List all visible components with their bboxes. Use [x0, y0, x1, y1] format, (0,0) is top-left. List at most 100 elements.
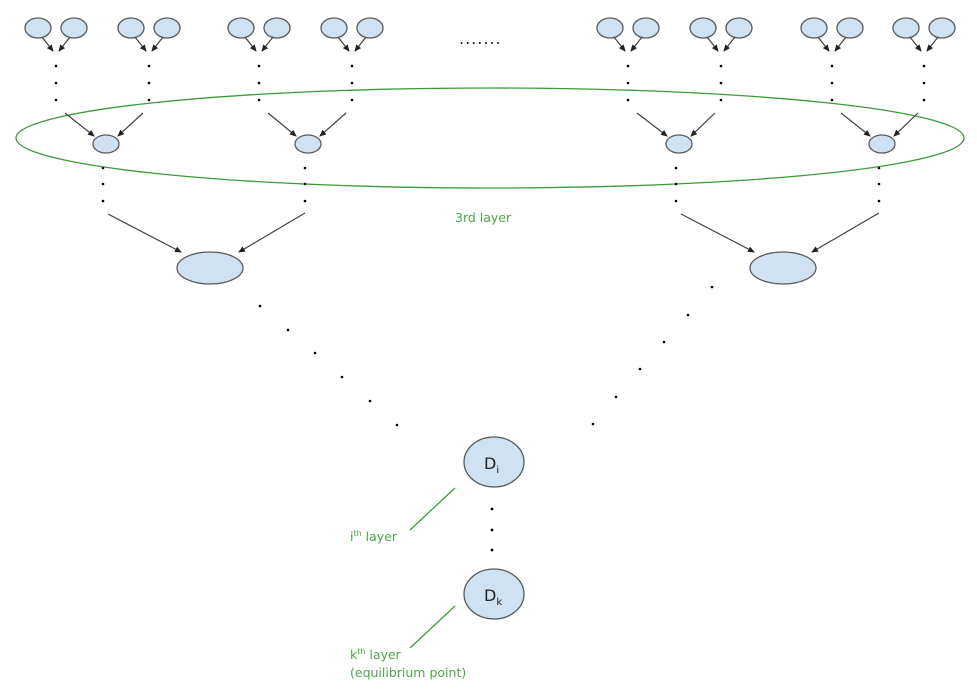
dot [626, 64, 630, 68]
edge-arrow [680, 213, 755, 253]
ith-layer-pointer [409, 487, 456, 531]
dot [830, 81, 834, 85]
edge-arrow [723, 36, 736, 52]
dot [350, 81, 354, 85]
edge-arrow [630, 36, 643, 52]
edge-arrow [244, 36, 257, 52]
dot [303, 182, 307, 186]
edge-arrow [834, 36, 847, 52]
dot [257, 98, 261, 102]
dot [877, 199, 881, 203]
dot [877, 166, 881, 170]
edge-arrow [909, 36, 922, 52]
edge-arrow [261, 36, 274, 52]
leaf-node [928, 17, 956, 39]
node-di: Di [463, 436, 525, 488]
leaf-node [596, 17, 624, 39]
dot [922, 81, 926, 85]
edge-arrow [58, 36, 71, 52]
edge-arrow [117, 112, 144, 137]
kth-layer-label: kth layer [350, 647, 402, 662]
leaf-node [24, 17, 52, 39]
leaf-node [725, 17, 753, 39]
dot [147, 81, 151, 85]
dot [350, 98, 354, 102]
dot [710, 285, 714, 289]
edge-arrow [64, 112, 95, 137]
leaf-pair [320, 17, 384, 52]
dot [368, 399, 372, 403]
fourth-layer-node-group [107, 212, 306, 285]
edge-arrow [337, 36, 350, 52]
dot [350, 64, 354, 68]
dot [490, 507, 494, 511]
third-layer-label: 3rd layer [455, 210, 512, 225]
edge-arrow [354, 36, 367, 52]
dot [257, 64, 261, 68]
third-layer-node [294, 134, 322, 154]
third-layer-group-ellipse [15, 87, 965, 189]
edge-arrow [134, 36, 147, 52]
leaf-node [60, 17, 88, 39]
leaf-node [263, 17, 291, 39]
fourth-layer-node [176, 251, 244, 285]
leaf-node [836, 17, 864, 39]
dot [147, 64, 151, 68]
edge-arrow [107, 213, 182, 253]
fourth-layer-node [749, 251, 817, 285]
dot [626, 81, 630, 85]
kth-layer-sublabel: (equilibrium point) [350, 665, 466, 680]
dot [674, 182, 678, 186]
node-dk-label: Dk [484, 586, 502, 608]
edge-arrow [706, 36, 719, 52]
dot [54, 81, 58, 85]
fourth-layer [107, 212, 880, 285]
dot [626, 98, 630, 102]
third-layer-node-group [267, 112, 347, 203]
leaf-pair [227, 17, 291, 52]
leaf-node [632, 17, 660, 39]
dot [395, 423, 399, 427]
third-layer-node [92, 134, 120, 154]
edge-arrow [840, 112, 871, 137]
third-layer-node-group [64, 112, 144, 203]
dot [101, 199, 105, 203]
leaf-pair [800, 17, 864, 52]
third-layer-node [868, 134, 896, 154]
edge-arrow [267, 112, 297, 137]
leaf-node [320, 17, 348, 39]
third-layer-node [665, 134, 693, 154]
edge-arrow [636, 112, 668, 137]
dot [101, 166, 105, 170]
dot [922, 98, 926, 102]
kth-layer-pointer [409, 605, 456, 649]
edge-arrow [893, 112, 919, 137]
dot [830, 98, 834, 102]
dot [674, 166, 678, 170]
edge-arrow [811, 212, 880, 253]
edge-arrow [41, 36, 54, 52]
dot [286, 328, 290, 332]
leaf-node [153, 17, 181, 39]
dot [662, 340, 666, 344]
fourth-layer-node-group [680, 212, 880, 285]
dot [591, 422, 595, 426]
top-ellipsis: ....... [459, 29, 502, 48]
edge-arrow [926, 36, 939, 52]
edge-arrow [319, 112, 347, 137]
node-dk-shape [463, 568, 525, 620]
dot [614, 395, 618, 399]
leaf-pair [596, 17, 660, 52]
node-dk: Dk [463, 568, 525, 620]
dot [490, 528, 494, 532]
leaf-node [117, 17, 145, 39]
dot [101, 182, 105, 186]
dot [258, 304, 262, 308]
leaf-pair [117, 17, 181, 52]
dot [54, 64, 58, 68]
leaf-pair [892, 17, 956, 52]
edge-arrow [613, 36, 626, 52]
dot [719, 98, 723, 102]
